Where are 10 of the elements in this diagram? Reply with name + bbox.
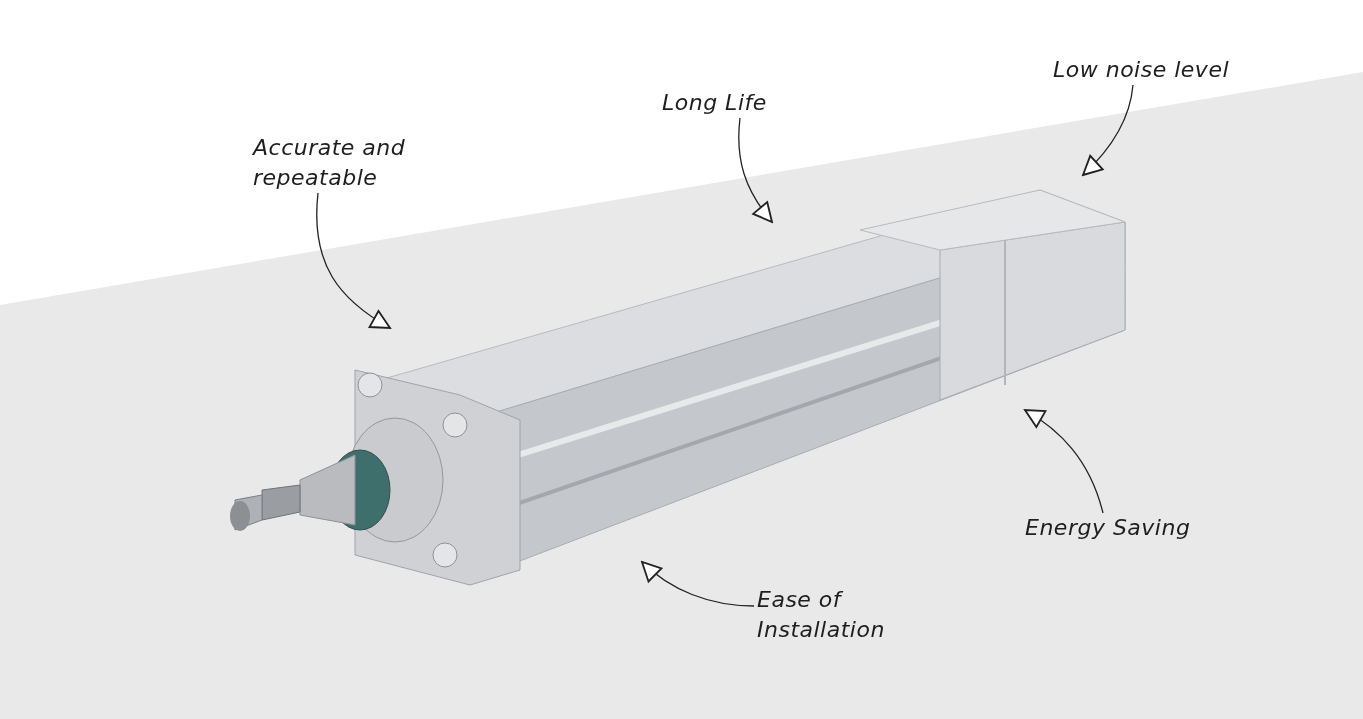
callout-text: Low noise level bbox=[1053, 56, 1231, 84]
leader-arrow bbox=[1082, 84, 1134, 176]
leader-arrow bbox=[738, 117, 773, 223]
callout-text: Accurate and repeatable bbox=[253, 134, 407, 192]
leader-arrow bbox=[1024, 409, 1104, 514]
leader-arrow bbox=[641, 561, 755, 607]
callout-text: Ease of Installation bbox=[757, 586, 886, 644]
callout-text: Energy Saving bbox=[1025, 514, 1192, 542]
leader-arrow bbox=[316, 192, 391, 329]
callout-text: Long Life bbox=[662, 89, 768, 117]
